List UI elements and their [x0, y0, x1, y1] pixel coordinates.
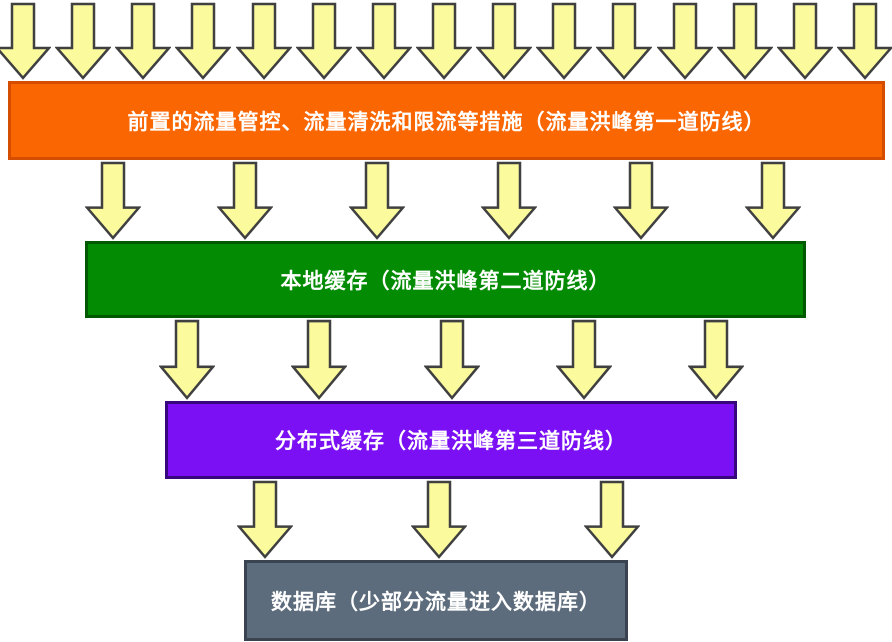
- layer-label-distributed-cache: 分布式缓存（流量洪峰第三道防线）: [275, 430, 627, 453]
- down-arrow-icon: [476, 2, 533, 80]
- down-arrow-icon: [0, 2, 51, 80]
- down-arrow-icon: [355, 2, 412, 80]
- down-arrow-icon: [291, 319, 348, 400]
- arrow-row-after-first-defense: [0, 161, 892, 240]
- down-arrow-icon: [716, 2, 773, 80]
- down-arrow-icon: [555, 319, 612, 400]
- layer-label-local-cache: 本地缓存（流量洪峰第二道防线）: [280, 269, 611, 293]
- down-arrow-icon: [688, 319, 744, 400]
- down-arrow-icon: [837, 2, 892, 80]
- down-arrow-icon: [423, 319, 480, 400]
- down-arrow-icon: [237, 480, 293, 559]
- down-arrow-icon: [410, 480, 467, 559]
- down-arrow-icon: [613, 161, 669, 240]
- down-arrow-icon: [85, 161, 141, 240]
- arrow-row-incoming-traffic: [0, 2, 892, 80]
- layer-label-first-defense: 前置的流量管控、流量清洗和限流等措施（流量洪峰第一道防线）: [127, 110, 766, 134]
- down-arrow-icon: [55, 2, 112, 80]
- layer-label-database: 数据库（少部分流量进入数据库）: [271, 590, 601, 614]
- arrow-row-after-distributed-cache: [0, 480, 892, 559]
- down-arrow-icon: [295, 2, 352, 80]
- down-arrow-icon: [217, 161, 273, 240]
- down-arrow-icon: [159, 319, 215, 400]
- down-arrow-icon: [481, 161, 537, 240]
- down-arrow-icon: [584, 480, 640, 559]
- down-arrow-icon: [596, 2, 653, 80]
- down-arrow-icon: [776, 2, 833, 80]
- arrow-row-after-local-cache: [0, 319, 892, 400]
- layer-box-database: 数据库（少部分流量进入数据库）: [244, 560, 628, 641]
- down-arrow-icon: [235, 2, 292, 80]
- layer-box-distributed-cache: 分布式缓存（流量洪峰第三道防线）: [165, 401, 737, 479]
- layer-box-local-cache: 本地缓存（流量洪峰第二道防线）: [85, 241, 806, 318]
- down-arrow-icon: [656, 2, 713, 80]
- down-arrow-icon: [536, 2, 593, 80]
- down-arrow-icon: [349, 161, 405, 240]
- down-arrow-icon: [115, 2, 172, 80]
- down-arrow-icon: [745, 161, 801, 240]
- down-arrow-icon: [175, 2, 232, 80]
- layer-box-first-defense: 前置的流量管控、流量清洗和限流等措施（流量洪峰第一道防线）: [8, 81, 885, 160]
- down-arrow-icon: [416, 2, 472, 80]
